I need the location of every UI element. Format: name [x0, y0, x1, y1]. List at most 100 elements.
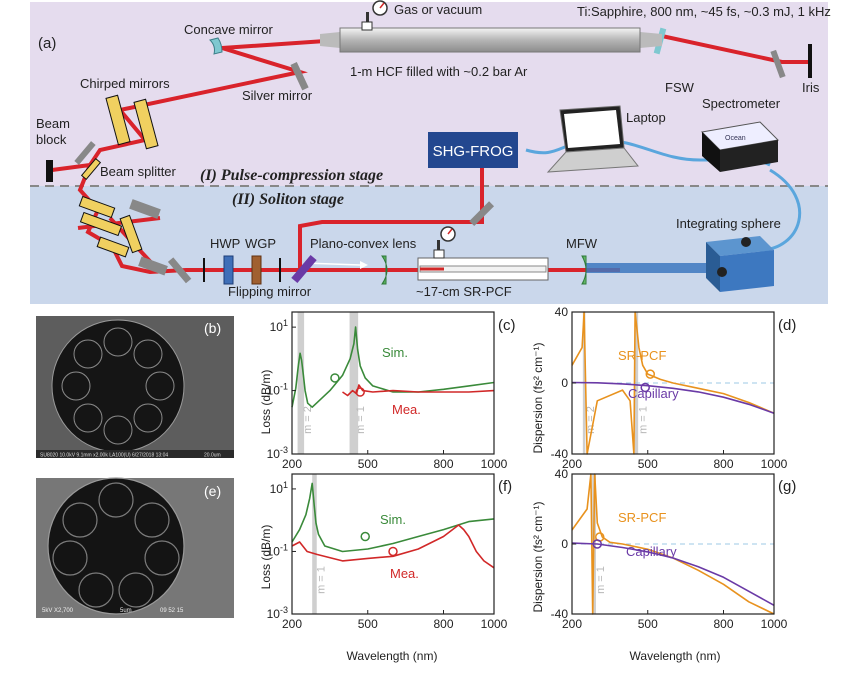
plano-convex-lens — [381, 255, 388, 285]
setup-panel: (a) Iris Ti:Sapphire, 800 nm, ~45 fs, ~0… — [30, 0, 831, 304]
y-tick-label: 40 — [555, 467, 569, 481]
y-tick-label: 10-1 — [267, 542, 288, 558]
panel-label-c: (c) — [498, 317, 516, 334]
y-tick-label: 0 — [561, 376, 568, 390]
y-tick-label: 40 — [555, 305, 569, 319]
hcf-label: 1-m HCF filled with ~0.2 bar Ar — [350, 64, 528, 79]
hwp — [223, 255, 234, 285]
resonance-band — [349, 312, 359, 454]
mfw-window — [581, 255, 587, 285]
band-label: m = 1 — [355, 406, 367, 434]
series-srpcf — [571, 473, 775, 615]
resonance-band — [312, 474, 317, 614]
micrograph-b: SU8020 10.0kV 9.1mm x2.00k LA100(U) 6/27… — [36, 316, 234, 459]
srpcf-label: ~17-cm SR-PCF — [416, 284, 512, 299]
x-tick-label: 500 — [358, 617, 378, 631]
integrating-sphere-icon — [706, 236, 774, 292]
series-mea — [291, 524, 495, 569]
lens-label: Plano-convex lens — [310, 236, 417, 251]
plot-frame — [291, 311, 495, 455]
x-tick-label: 800 — [713, 457, 733, 471]
xlabel-g: Wavelength (nm) — [630, 649, 721, 663]
chirped-mirrors-label: Chirped mirrors — [80, 76, 170, 91]
y-tick-label: 10-3 — [267, 605, 288, 621]
sem-scale-e: 5um — [120, 608, 132, 614]
ylabel-f: Loss (dB/m) — [259, 525, 273, 590]
x-tick-label: 500 — [638, 457, 658, 471]
beam-splitter-label: Beam splitter — [100, 164, 177, 179]
concave-mirror — [209, 37, 223, 55]
band-label: m = 2 — [302, 406, 314, 434]
beam-arrow-head — [360, 261, 368, 269]
legend-sim-c: Sim. — [382, 345, 408, 360]
x-tick-label: 800 — [433, 617, 453, 631]
y-tick-label: -40 — [551, 607, 569, 621]
x-tick-label: 800 — [433, 457, 453, 471]
panel-label-b: (b) — [204, 320, 221, 336]
x-tick-label: 1000 — [761, 457, 788, 471]
y-tick-label: 0 — [561, 537, 568, 551]
chirped-mirror-pair — [105, 94, 159, 150]
series-capillary — [571, 381, 775, 414]
silver-mirror-label: Silver mirror — [242, 88, 313, 103]
panel-label-d: (d) — [778, 317, 796, 334]
silver-mirror — [290, 62, 309, 91]
laptop-icon — [546, 105, 639, 173]
series-srpcf — [571, 311, 775, 455]
soliton-region — [30, 186, 828, 304]
mirror-upper-left — [74, 141, 96, 165]
flipping-mirror-label: Flipping mirror — [228, 284, 312, 299]
legend-capillary-g: Capillary — [626, 544, 677, 559]
hcf-end-right — [640, 32, 662, 48]
xlabel-f: Wavelength (nm) — [347, 649, 438, 663]
hcf-tube — [339, 27, 641, 53]
x-tick-label: 200 — [562, 617, 582, 631]
series-sim — [291, 326, 495, 409]
mfw-label: MFW — [566, 236, 598, 251]
spectrometer-icon: Ocean — [700, 121, 780, 172]
output-beam-blue — [586, 263, 716, 273]
stage2-label: (II) Soliton stage — [232, 191, 344, 208]
iris — [808, 44, 812, 78]
series-marker — [645, 369, 656, 379]
gas-gauge-icon — [361, 0, 388, 31]
band-label: m = 1 — [315, 566, 327, 594]
beam-block-label-1: Beam — [36, 116, 70, 131]
legend-mea-f: Mea. — [390, 566, 419, 581]
plot-frame — [291, 473, 495, 615]
x-tick-label: 200 — [562, 457, 582, 471]
beam-splitter — [80, 157, 102, 181]
frog-mirror — [469, 201, 495, 227]
hwp-label: HWP — [210, 236, 240, 251]
y-tick-label: 101 — [270, 318, 288, 334]
panel-label-e: (e) — [204, 483, 221, 499]
y-tick-label: 10-3 — [267, 445, 288, 461]
series-marker — [360, 531, 370, 542]
band-label: m = 1 — [595, 566, 607, 594]
sphere-label: Integrating sphere — [676, 216, 781, 231]
sem-caption-b: SU8020 10.0kV 9.1mm x2.00k LA100(U) 6/27… — [40, 453, 168, 459]
laptop-label: Laptop — [626, 110, 666, 125]
x-tick-label: 1000 — [761, 617, 788, 631]
y-tick-label: -40 — [551, 447, 569, 461]
series-mea — [342, 384, 495, 397]
panel-label-a: (a) — [38, 35, 56, 52]
chirped-mirrors-lower — [78, 195, 192, 284]
frog-label: SHG-FROG — [433, 143, 514, 160]
legend-sim-f: Sim. — [380, 512, 406, 527]
series-marker — [388, 546, 398, 557]
sem-extra-e: 09 52 15 — [160, 608, 184, 614]
laser-label: Ti:Sapphire, 800 nm, ~45 fs, ~0.3 mJ, 1 … — [577, 4, 831, 19]
concave-mirror-label: Concave mirror — [184, 22, 274, 37]
y-tick-label: 10-1 — [267, 382, 288, 398]
stage1-label: (I) Pulse-compression stage — [200, 167, 383, 184]
series-marker — [330, 373, 340, 383]
series-marker — [355, 387, 365, 397]
iris-label: Iris — [802, 80, 820, 95]
resonance-band — [297, 312, 305, 454]
series-capillary — [571, 542, 775, 606]
legend-srpcf-d: SR-PCF — [618, 348, 666, 363]
